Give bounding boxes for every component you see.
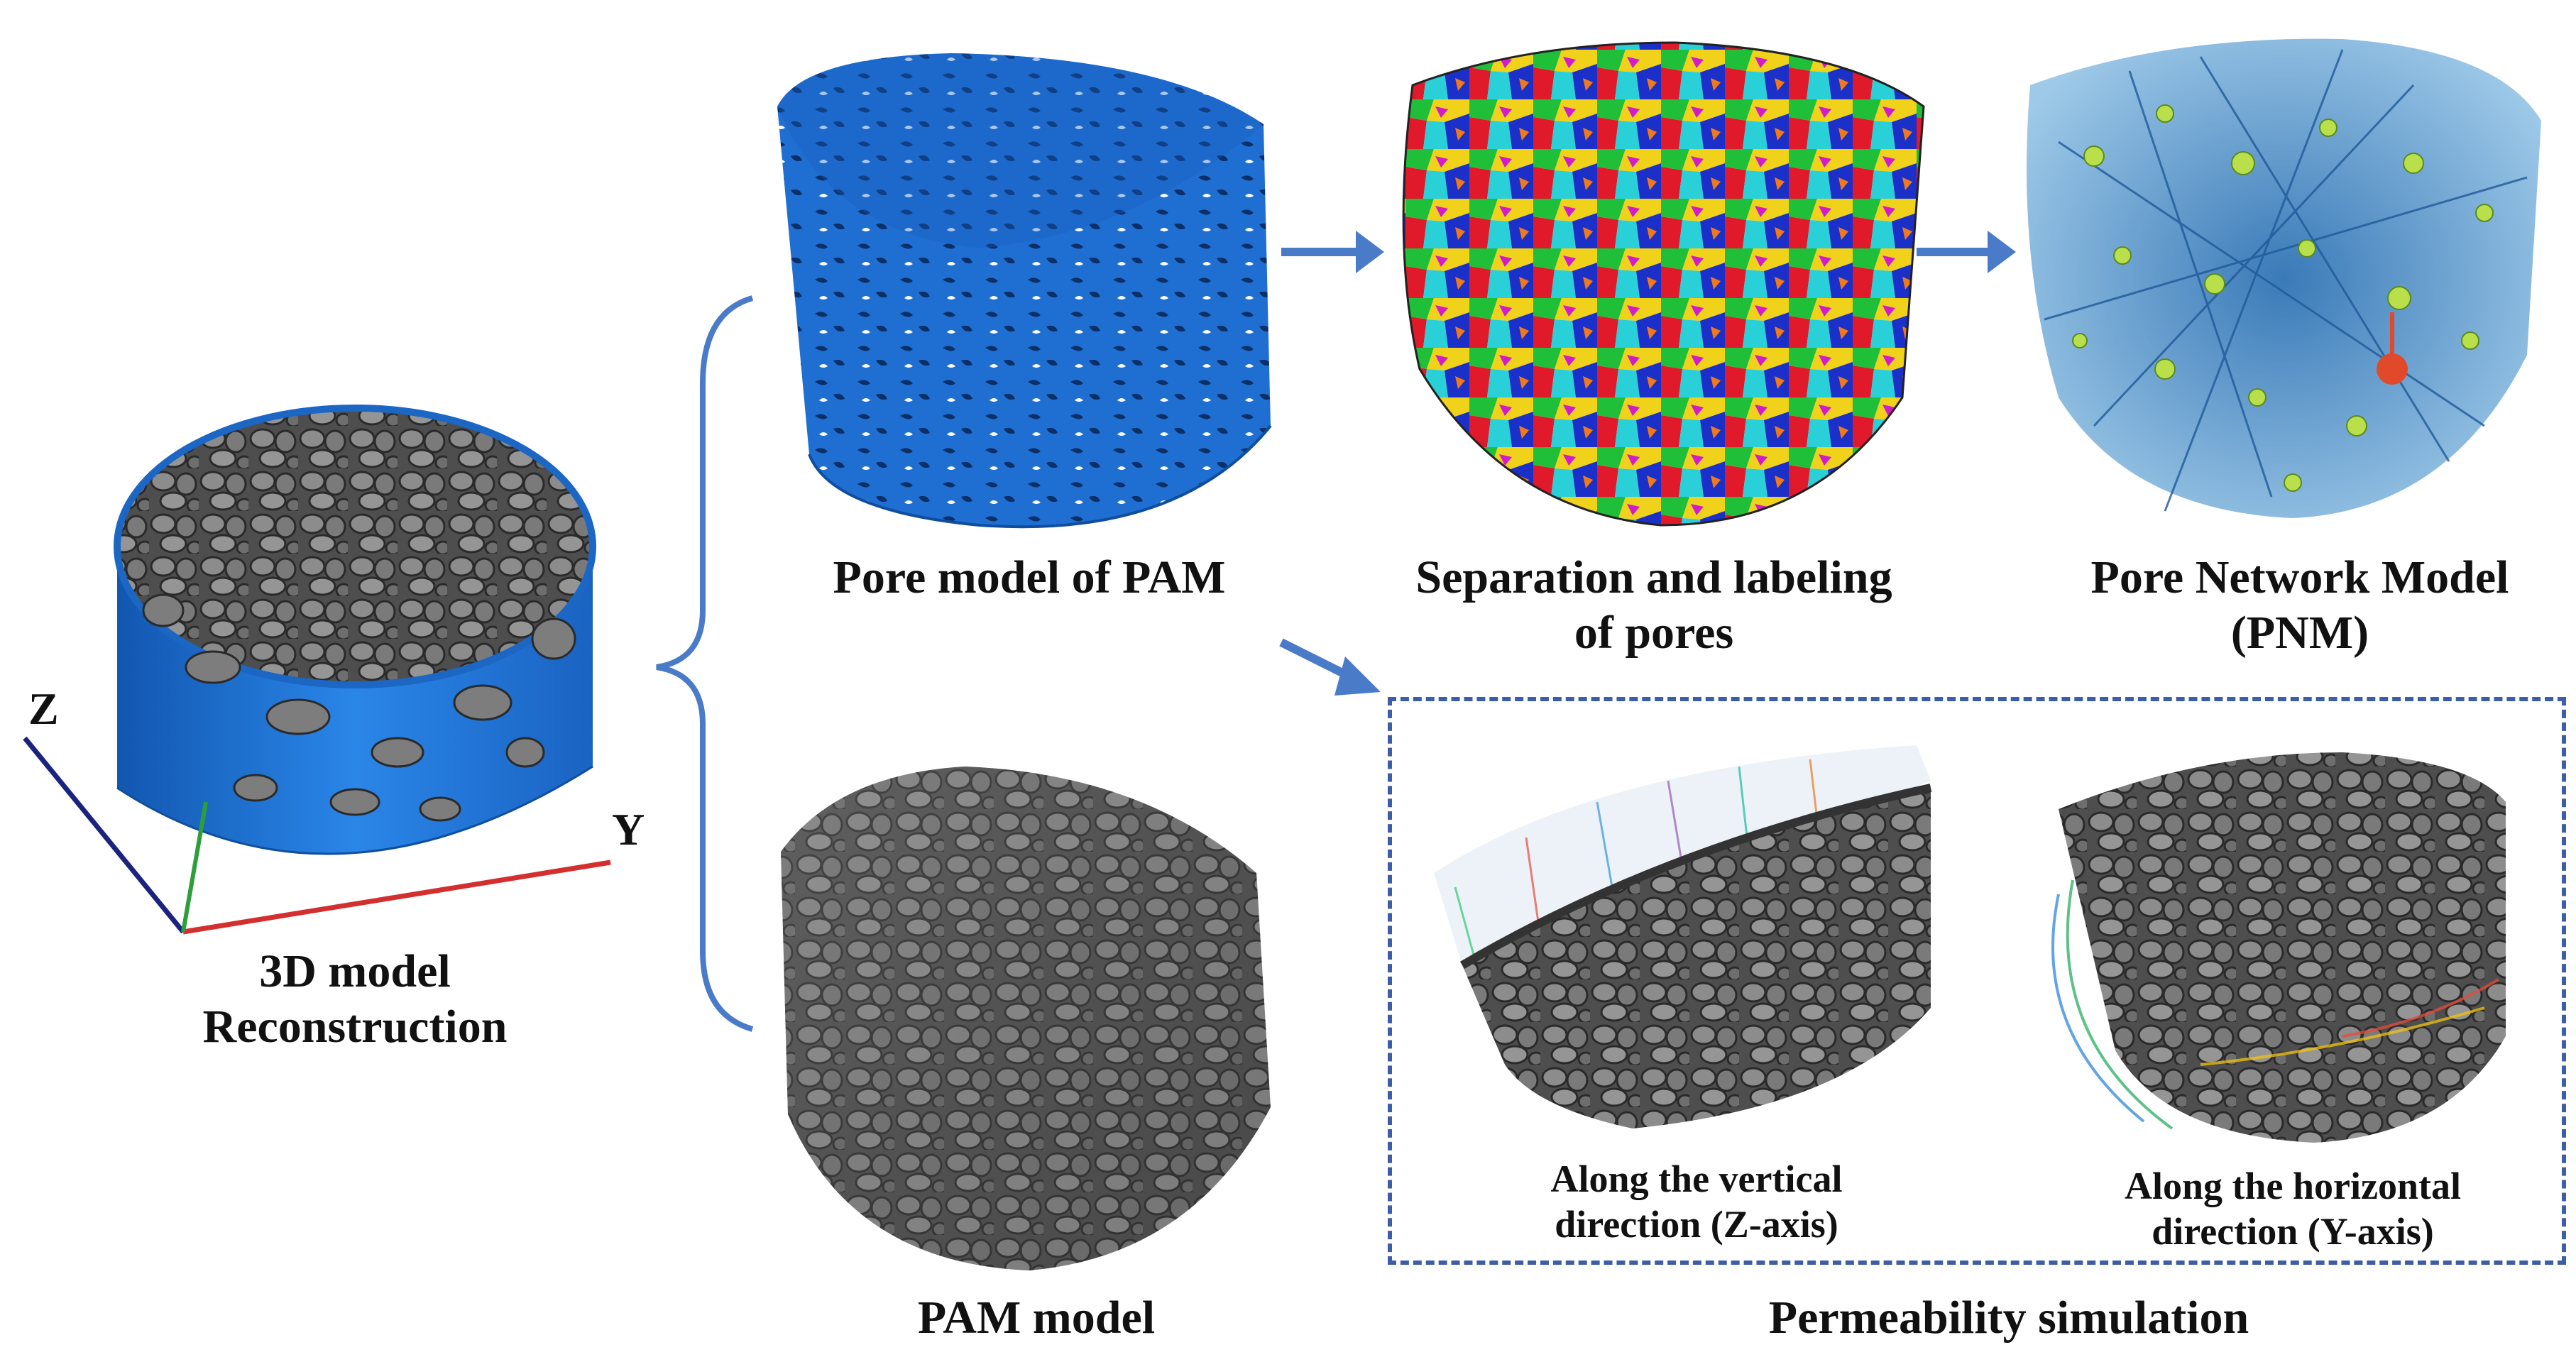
x-axis-line	[181, 801, 208, 933]
vertical-direction-label: Along the vertical direction (Z-axis)	[1476, 1157, 1917, 1247]
z-axis-line	[23, 736, 185, 934]
pore-model-label: Pore model of PAM	[833, 551, 1226, 603]
separation-label-line2: of pores	[1574, 606, 1734, 659]
separation-label-line1: Separation and labeling	[1415, 551, 1892, 603]
pore-model-image	[777, 53, 1272, 529]
permeability-vertical-image	[1434, 745, 1932, 1128]
coordinate-axes	[23, 736, 611, 935]
vertical-direction-line1: Along the vertical	[1550, 1158, 1843, 1200]
permeability-label: Permeability simulation	[1768, 1292, 2249, 1344]
arrow-to-separation	[1281, 231, 1384, 273]
horizontal-direction-label: Along the horizontal direction (Y-axis)	[2059, 1164, 2527, 1254]
branch-bracket	[656, 295, 754, 1032]
y-axis-label: Y	[612, 804, 645, 855]
y-axis-line	[182, 860, 611, 935]
vertical-direction-line2: direction (Z-axis)	[1555, 1202, 1838, 1246]
pnm-image	[2027, 38, 2541, 518]
permeability-frame	[1388, 697, 2566, 1265]
pam-model-label: PAM model	[917, 1292, 1156, 1344]
reconstruction-label: 3D model Reconstruction	[170, 944, 539, 1055]
permeability-horizontal-image	[2051, 752, 2506, 1143]
reconstruction-model	[114, 405, 596, 855]
pam-model-image	[781, 767, 1271, 1270]
separation-label: Separation and labeling of pores	[1349, 550, 1959, 661]
pnm-label-line1: Pore Network Model	[2090, 551, 2509, 603]
horizontal-direction-line1: Along the horizontal	[2124, 1165, 2461, 1207]
separation-image	[1402, 41, 1925, 527]
reconstruction-label-line2: Reconstruction	[202, 1000, 508, 1053]
pnm-label: Pore Network Model (PNM)	[2030, 550, 2570, 661]
horizontal-direction-line2: direction (Y-axis)	[2152, 1209, 2434, 1253]
arrow-to-pnm	[1917, 231, 2016, 273]
pnm-label-line2: (PNM)	[2230, 606, 2369, 659]
arrow-to-permeability	[1279, 638, 1381, 696]
z-axis-label: Z	[28, 683, 59, 734]
reconstruction-label-line1: 3D model	[259, 945, 451, 997]
